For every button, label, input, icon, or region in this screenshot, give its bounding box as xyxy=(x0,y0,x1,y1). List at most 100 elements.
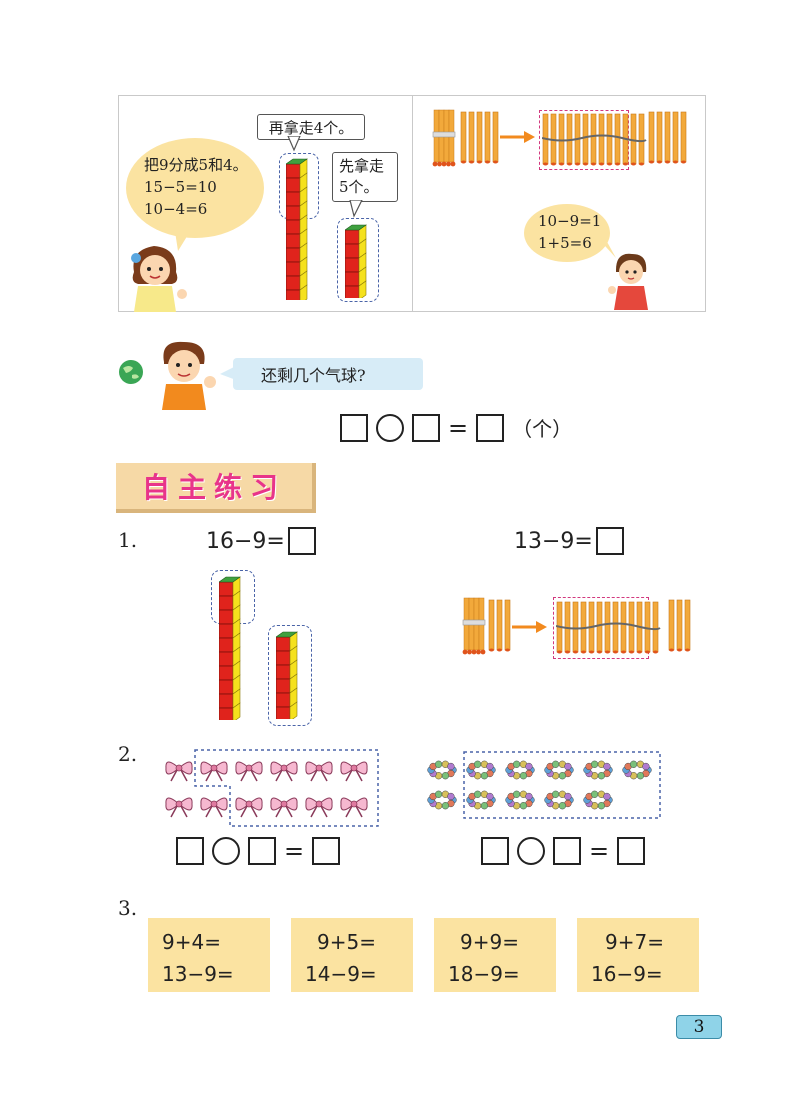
stick-end xyxy=(505,648,510,652)
ex2-left-equals: = xyxy=(284,837,305,865)
exercise-1-left-answer[interactable] xyxy=(287,527,316,555)
boy-speech-bubble xyxy=(524,204,610,262)
cube-front xyxy=(219,609,234,625)
bow-icon xyxy=(305,797,333,818)
boy-bubble-line-1: 10−9=1 xyxy=(538,212,602,230)
take-five-pointer xyxy=(349,200,363,218)
ex2-right-operator[interactable] xyxy=(517,837,545,865)
question-bubble-tail xyxy=(220,366,236,380)
bows-group xyxy=(165,749,379,827)
stick xyxy=(664,111,671,163)
card-1-line-2: 13−9= xyxy=(162,962,234,986)
take-five-box: 先拿走 5个。 xyxy=(332,152,398,202)
cube-front xyxy=(276,692,291,708)
exercise-1-right-answer[interactable] xyxy=(595,527,624,555)
ex2-right-box-1[interactable] xyxy=(481,837,509,865)
balloon-equation: = （个） xyxy=(340,413,572,442)
boy-bubble-text: 10−9=1 1+5=6 xyxy=(538,210,601,254)
stick-end xyxy=(677,648,682,652)
bracelet-icon xyxy=(583,760,613,780)
stick-end xyxy=(583,162,588,166)
top-loose-sticks-right xyxy=(648,111,687,164)
stick xyxy=(612,601,619,653)
stick-end xyxy=(637,650,642,654)
answer-box-result[interactable] xyxy=(476,413,505,442)
globe-icon xyxy=(119,360,143,384)
stick xyxy=(656,111,663,163)
stick-end xyxy=(613,650,618,654)
boy-bubble-line-2: 1+5=6 xyxy=(538,234,592,252)
ex1-arrow xyxy=(512,621,547,633)
card-3-line-1: 9+9= xyxy=(460,930,519,954)
stick-end xyxy=(493,160,498,164)
stick xyxy=(620,601,627,653)
practice-card-2: 9+5= 14−9= xyxy=(291,918,413,992)
stick xyxy=(668,599,675,651)
cube-front xyxy=(219,651,234,667)
answer-box-2[interactable] xyxy=(412,413,440,442)
bracelet-icon xyxy=(505,760,535,780)
stick xyxy=(652,601,659,653)
bundle-end xyxy=(476,649,481,655)
answer-box-1[interactable] xyxy=(340,413,368,442)
bundle-end xyxy=(437,161,442,167)
cube-top xyxy=(286,158,308,165)
cube-side xyxy=(232,702,241,720)
cube-front xyxy=(219,693,234,709)
operator-circle[interactable] xyxy=(376,413,404,442)
top-arrow xyxy=(500,131,535,143)
card-1-line-1: 9+4= xyxy=(162,930,221,954)
bracelet-icon xyxy=(583,790,613,810)
ex1-loose-sticks-right xyxy=(668,599,691,652)
bundle-end xyxy=(471,649,477,655)
ex2-right-result[interactable] xyxy=(617,837,646,865)
ex1-six-cubes-outline xyxy=(268,625,312,726)
stick xyxy=(680,111,687,163)
stick xyxy=(614,113,621,165)
ex2-left-result[interactable] xyxy=(312,837,341,865)
boy-illustration xyxy=(608,253,648,310)
stick xyxy=(488,599,495,651)
ex2-right-box-2[interactable] xyxy=(553,837,581,865)
card-4-line-1: 9+7= xyxy=(605,930,664,954)
bow-icon xyxy=(235,797,263,818)
card-2-line-2: 14−9= xyxy=(305,962,377,986)
section-title: 自主练习 xyxy=(141,471,286,504)
stick xyxy=(598,113,605,165)
bow-icon xyxy=(340,797,368,818)
cube-front xyxy=(276,664,291,680)
exercise-1-right-equation: 13−9= xyxy=(514,527,624,555)
exercise-1-left-text: 16−9= xyxy=(206,528,285,554)
ex2-left-box-2[interactable] xyxy=(248,837,276,865)
bundle-band xyxy=(432,131,456,138)
take-four-text: 再拿走4个。 xyxy=(268,118,354,137)
ex2-left-box-1[interactable] xyxy=(176,837,204,865)
stick-end xyxy=(559,162,564,166)
top-loose-sticks-left xyxy=(460,111,499,164)
bundle-band xyxy=(462,619,486,626)
bracelet-icon xyxy=(505,790,535,810)
stick xyxy=(628,601,635,653)
stick xyxy=(596,601,603,653)
ex2-left-operator[interactable] xyxy=(212,837,240,865)
ex1-loose-sticks-left xyxy=(488,599,511,652)
string xyxy=(556,622,661,631)
stick-end xyxy=(567,162,572,166)
stick-end xyxy=(649,160,654,164)
bundle-end xyxy=(446,161,451,167)
stick-end xyxy=(653,650,658,654)
take-four-pointer xyxy=(287,136,301,152)
bundle-end xyxy=(480,649,486,655)
boy-bubble-tail xyxy=(596,236,616,258)
bow-icon xyxy=(340,761,368,782)
stick-end xyxy=(557,650,562,654)
cube-front xyxy=(286,233,301,249)
cube-front xyxy=(286,219,301,235)
top-ten-cube-column xyxy=(286,158,308,300)
cube-front xyxy=(219,623,234,639)
cube-front xyxy=(345,271,360,287)
stick-end xyxy=(607,162,612,166)
bundle-end xyxy=(441,161,447,167)
cube-front xyxy=(276,636,291,652)
card-3-line-2: 18−9= xyxy=(448,962,520,986)
